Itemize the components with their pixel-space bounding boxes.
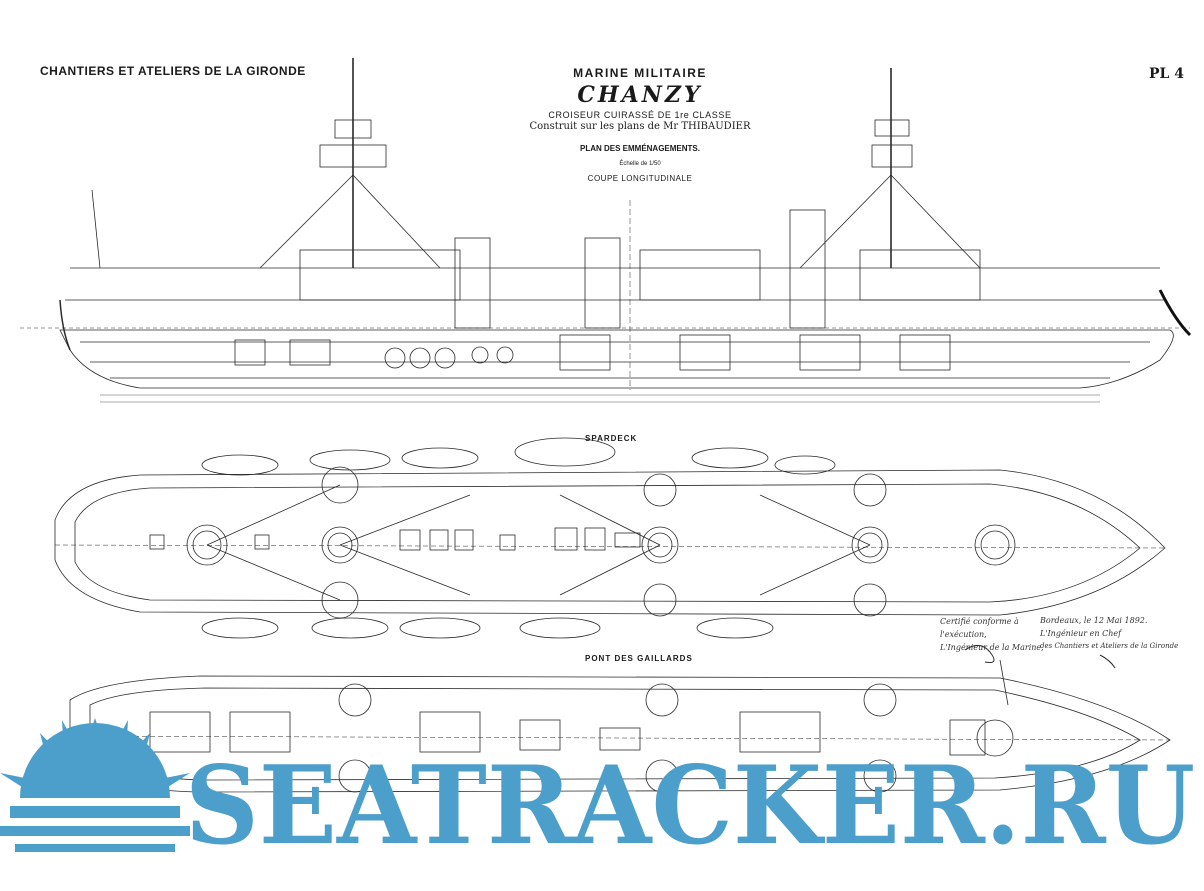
ship-name: CHANZY [577,82,703,108]
spardeck-label: SPARDECK [585,434,638,443]
scale-note: Échelle de 1/50 [619,161,661,167]
title-block: MARINE MILITAIRE CHANZY CROISEUR CUIRASS… [520,66,760,183]
plate-number: PL 4 [1149,66,1184,82]
sun-burst-icon [0,718,190,852]
spardeck-plan [54,437,1166,639]
seatracker-watermark: SEATRACKER.RU [0,718,1195,869]
longitudinal-section [20,58,1192,403]
pont-des-gaillards-label: PONT DES GAILLARDS [585,654,693,663]
watermark-text: SEATRACKER.RU [185,743,1195,869]
title-line-marine: MARINE MILITAIRE [573,66,707,80]
plan-title: PLAN DES EMMÉNAGEMENTS. [579,144,700,153]
engineer-signature-block: Bordeaux, le 12 Mai 1892. L'Ingénieur en… [1040,614,1200,653]
date-line: Bordeaux, le 12 Mai 1892. [1040,616,1148,625]
certification-signature-block: Certifié conforme à l'exécution, L'Ingén… [940,615,1050,654]
ship-class: CROISEUR CUIRASSÉ DE 1re CLASSE [548,110,732,120]
cert-line-2: L'Ingénieur de la Marine, [940,643,1044,652]
shipyard-header: CHANTIERS ET ATELIERS DE LA GIRONDE [40,64,306,78]
designer-line: Construit sur les plans de Mr THIBAUDIER [529,121,751,132]
section-title: COUPE LONGITUDINALE [587,174,693,183]
cert-line-1: Certifié conforme à l'exécution, [940,617,1019,639]
shipyard-line: des Chantiers et Ateliers de la Gironde [1040,642,1179,650]
engineer-line: L'Ingénieur en Chef [1040,629,1122,638]
